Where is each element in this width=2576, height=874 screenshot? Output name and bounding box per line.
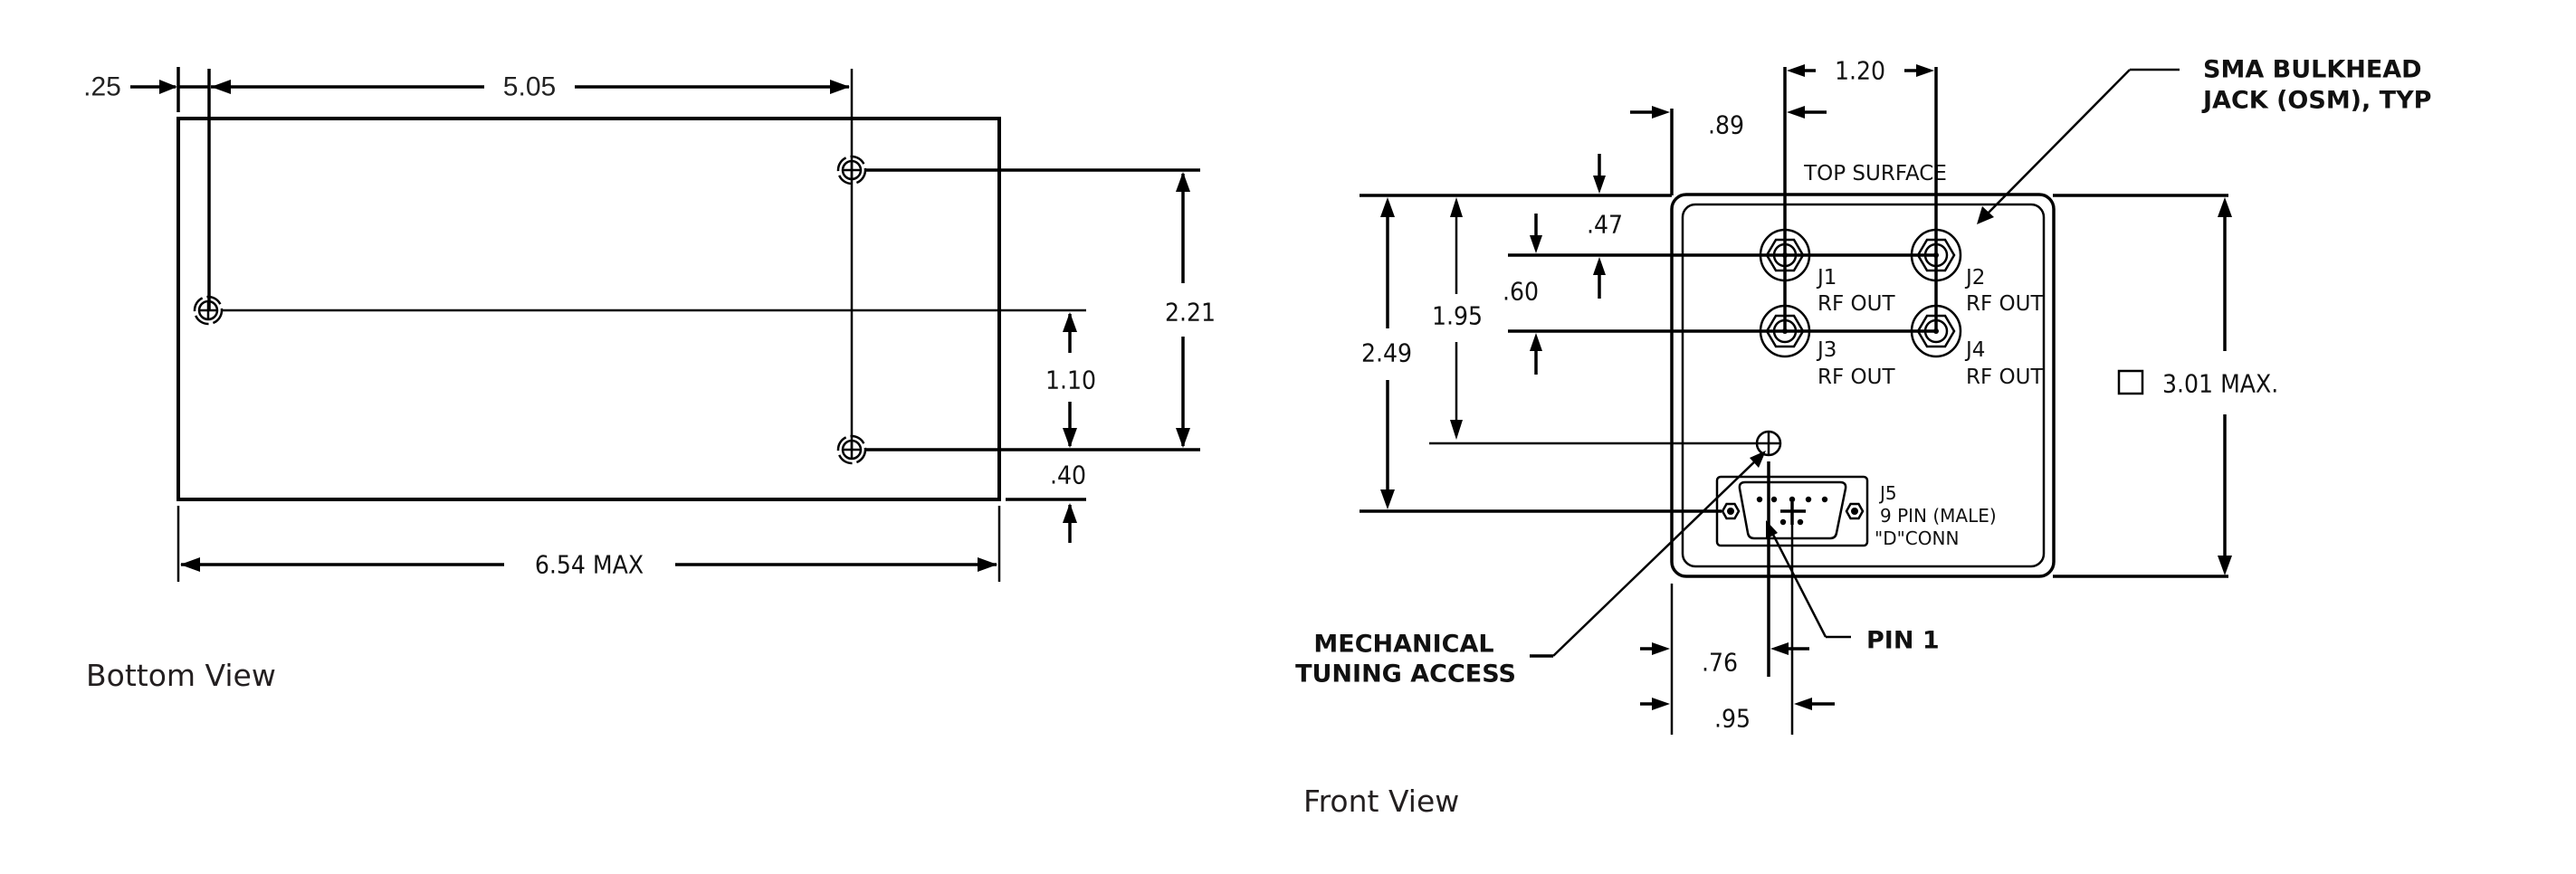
connector-id-j1: J1	[1816, 266, 1837, 290]
front-view-outer-outline	[1670, 193, 2056, 578]
dim-label-top-to-dconn: 2.49	[1361, 338, 1412, 368]
front-view-inner-frame	[1681, 203, 2046, 568]
callout-tuning-line2: TUNING ACCESS	[1295, 660, 1516, 689]
connector-id-j2: J2	[1964, 266, 1985, 290]
dim-edge-to-hole: .25	[83, 67, 211, 310]
dim-label-edge-to-hole: .25	[83, 72, 121, 102]
dim-overall-length: 6.54 MAX	[177, 506, 1001, 582]
dim-label-hole-spacing-horizontal: 5.05	[503, 72, 556, 102]
bottom-view: .25 5.05	[83, 67, 1216, 693]
sma-connector-j4	[1910, 304, 1962, 358]
dim-label-top-to-tuning-access: 1.95	[1432, 301, 1483, 331]
bottom-view-outline	[177, 117, 1001, 501]
dim-connector-spacing-horizontal: 1.20	[1787, 56, 1934, 86]
dim-label-edge-to-pin1: .95	[1714, 704, 1751, 734]
mounting-screw-icon	[1845, 502, 1865, 520]
square-symbol-icon	[2117, 369, 2144, 395]
dim-label-hole-offset-vertical: 1.10	[1045, 366, 1096, 395]
dim-label-overall-length: 6.54 MAX	[535, 550, 644, 580]
dim-label-top-to-first-row: .47	[1587, 210, 1623, 240]
dim-hole-offset-vertical: 1.10	[1045, 312, 1096, 448]
mounting-hole	[193, 295, 224, 326]
dim-edge-to-tuning-access: .76	[1640, 642, 1809, 678]
connector-id-j4: J4	[1964, 338, 1985, 362]
front-view-caption: Front View	[1303, 784, 1459, 819]
dsub-pins	[1756, 496, 1828, 526]
dim-label-hole-spacing-vertical-total: 2.21	[1165, 298, 1216, 328]
sma-connector-j1	[1759, 228, 1811, 282]
callout-sma-line2: JACK (OSM), TYP	[2201, 87, 2431, 115]
connector-label-j2: RF OUT	[1966, 292, 2044, 316]
dconn-id: J5	[1878, 482, 1897, 504]
dim-label-overall-square: 3.01 MAX.	[2162, 369, 2278, 399]
mounting-hole	[836, 155, 867, 185]
dim-label-edge-to-tuning-access: .76	[1702, 648, 1738, 678]
dim-overall-square: 3.01 MAX.	[2117, 197, 2278, 575]
dim-edge-to-pin1: .95	[1640, 698, 1835, 734]
dim-top-to-dconn: 2.49	[1361, 197, 1412, 509]
dim-top-to-tuning-access: 1.95	[1432, 197, 1483, 440]
mounting-screw-icon	[1721, 502, 1741, 520]
callout-sma-line1: SMA BULKHEAD	[2203, 56, 2422, 84]
dconn-line2: "D"CONN	[1875, 527, 1959, 549]
sma-connector-j2	[1910, 228, 1962, 282]
callout-pin1-label: PIN 1	[1866, 627, 1940, 655]
dim-top-to-first-row: .47	[1587, 154, 1623, 299]
connector-label-j4: RF OUT	[1966, 366, 2044, 389]
dim-hole-spacing-vertical-total: 2.21	[1165, 172, 1216, 448]
connector-label-j3: RF OUT	[1818, 366, 1895, 389]
callout-tuning-line1: MECHANICAL	[1313, 631, 1493, 659]
dim-label-connector-spacing-horizontal: 1.20	[1835, 56, 1885, 86]
dim-row-spacing: .60	[1503, 214, 1542, 375]
tuning-access-hole	[1755, 430, 1782, 457]
connector-id-j3: J3	[1816, 338, 1837, 362]
dim-label-row-spacing: .60	[1503, 277, 1539, 307]
bottom-view-caption: Bottom View	[86, 658, 276, 693]
connector-label-j1: RF OUT	[1818, 292, 1895, 316]
mounting-hole	[836, 434, 867, 465]
dim-hole-spacing-horizontal: 5.05	[211, 69, 854, 450]
front-view: TOP SURFACE 1.20 .89	[1295, 56, 2431, 820]
sma-connector-j3	[1759, 304, 1811, 358]
dim-hole-to-edge-bottom: .40	[1050, 461, 1086, 543]
callout-mechanical-tuning-access: MECHANICAL TUNING ACCESS	[1295, 451, 1766, 689]
dim-edge-to-first-connector: .89	[1630, 106, 1827, 140]
dconn-line1: 9 PIN (MALE)	[1880, 505, 1997, 527]
dim-label-hole-to-edge-bottom: .40	[1050, 461, 1086, 490]
callout-pin1: PIN 1	[1766, 520, 1940, 655]
callout-sma-bulkhead: SMA BULKHEAD JACK (OSM), TYP	[1977, 56, 2431, 224]
dim-label-edge-to-first-connector: .89	[1708, 110, 1744, 140]
top-surface-label: TOP SURFACE	[1803, 162, 1947, 185]
